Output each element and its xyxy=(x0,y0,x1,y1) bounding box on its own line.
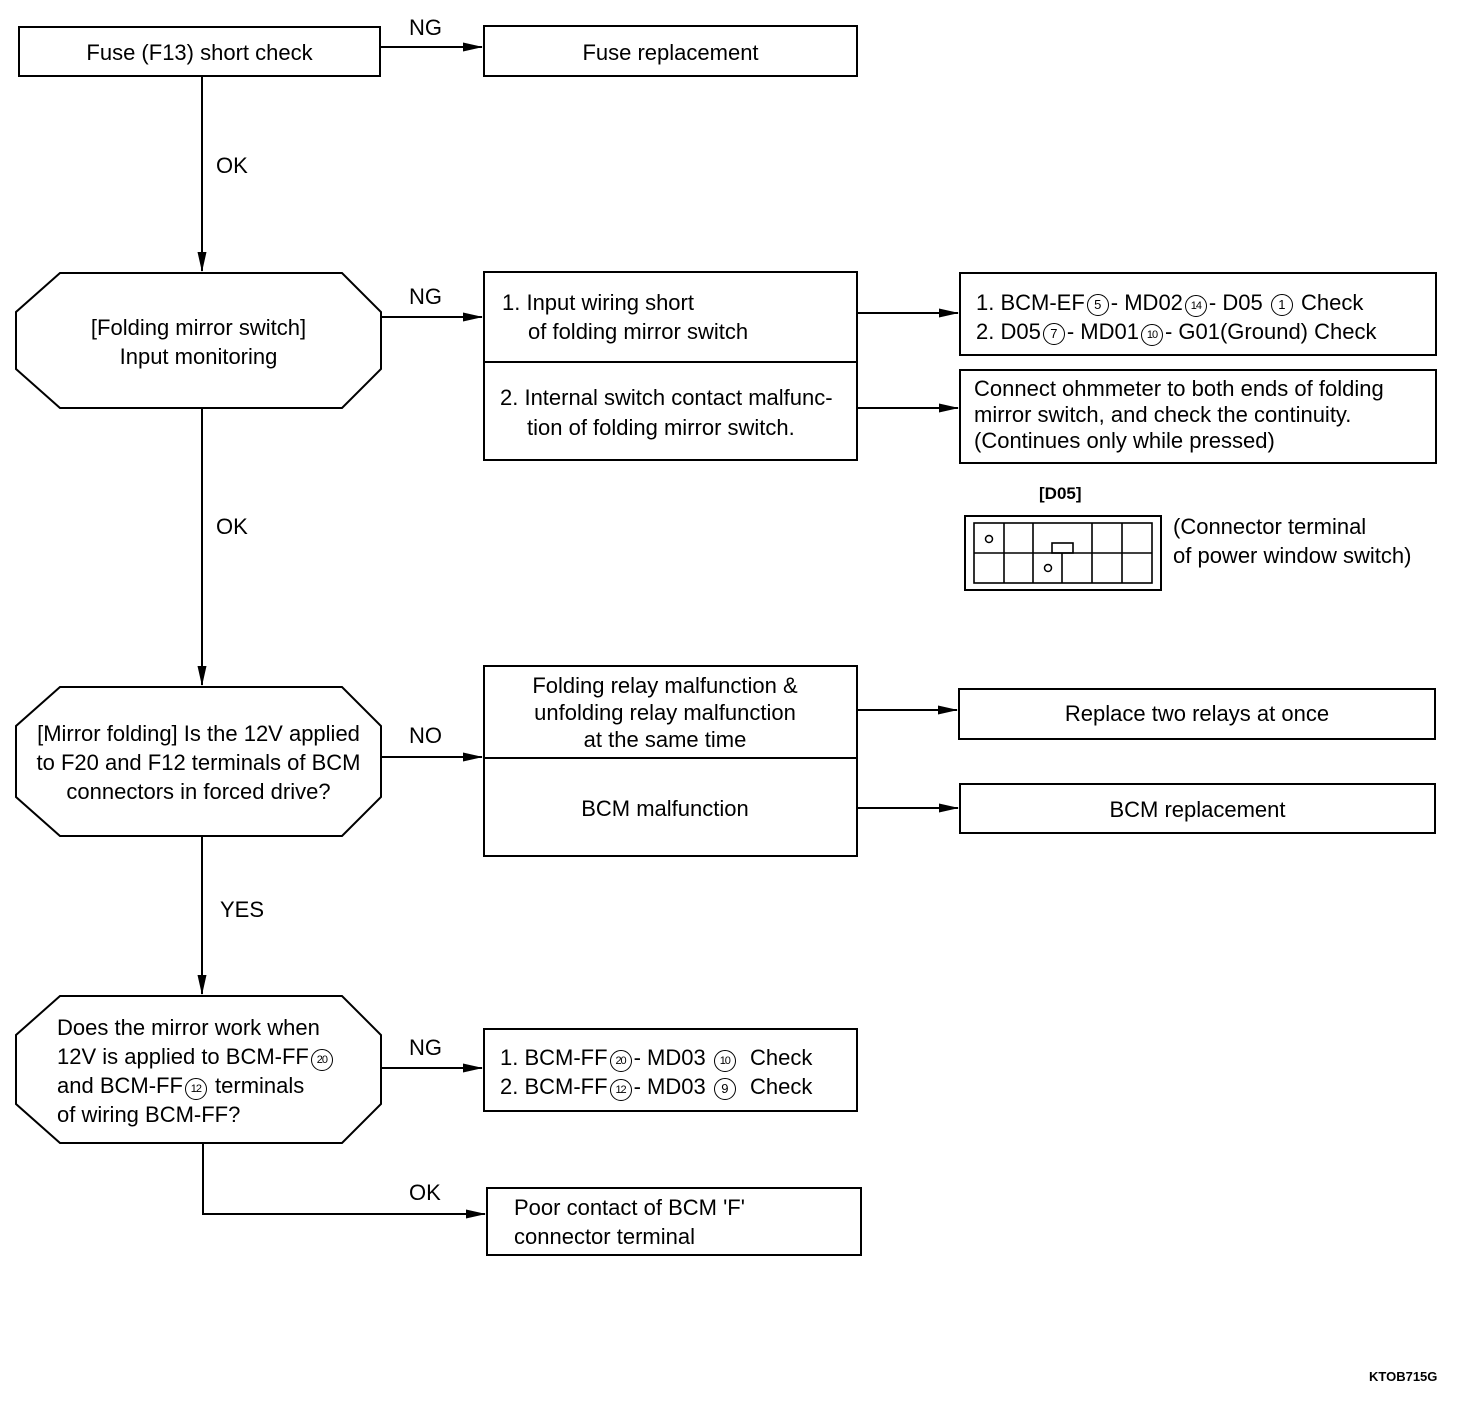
result4-box xyxy=(486,1187,862,1256)
result4-line2: connector terminal xyxy=(514,1224,695,1249)
label-ng-step4: NG xyxy=(409,1035,442,1060)
cause3a-line1: Folding relay malfunction & xyxy=(532,673,798,698)
cause3b-text: BCM malfunction xyxy=(581,796,749,821)
terminal-number: 20 xyxy=(609,1050,632,1072)
cause3a-line3: at the same time xyxy=(583,727,747,752)
step2-octagon xyxy=(15,272,382,409)
step3-line1: [Mirror folding] Is the 12V applied xyxy=(37,721,360,746)
cause3a-line2: unfolding relay malfunction xyxy=(534,700,796,725)
result4-line1: Poor contact of BCM 'F' xyxy=(514,1195,745,1220)
connector-d05-symbol xyxy=(964,515,1162,591)
terminal-number: 14 xyxy=(1184,295,1207,317)
terminal-number: 5 xyxy=(1086,294,1109,316)
action2a-box xyxy=(959,272,1437,356)
action3b-text: BCM replacement xyxy=(1109,797,1286,822)
action2b-line3: (Continues only while pressed) xyxy=(974,428,1275,453)
action4a-box xyxy=(483,1028,858,1112)
label-ok-step1: OK xyxy=(216,153,248,178)
cause3-box xyxy=(483,665,858,857)
step4-octagon xyxy=(15,995,382,1144)
label-no-step3: NO xyxy=(409,723,442,748)
step2-line2: Input monitoring xyxy=(119,344,278,369)
step3-line2: to F20 and F12 terminals of BCM xyxy=(36,750,361,775)
connector-d05-title: [D05] xyxy=(1039,484,1082,503)
terminal-number: 10 xyxy=(1140,324,1163,346)
action3a-box xyxy=(958,688,1436,740)
fuse-replacement-text: Fuse replacement xyxy=(582,40,759,65)
action2b-line1: Connect ohmmeter to both ends of folding xyxy=(974,376,1384,401)
label-ng-step2: NG xyxy=(409,284,442,309)
terminal-number: 12 xyxy=(184,1078,207,1100)
terminal-number: 1 xyxy=(1270,294,1293,316)
step4-line1: Does the mirror work when xyxy=(57,1015,320,1040)
step3-line3: connectors in forced drive? xyxy=(66,779,331,804)
terminal-number: 10 xyxy=(713,1050,736,1072)
action2b-line2: mirror switch, and check the continuity. xyxy=(974,402,1352,427)
cause2-box xyxy=(483,271,858,461)
fuse-replacement-box xyxy=(483,25,858,77)
arrow-step4-ok xyxy=(202,1143,486,1219)
connector-caption-line1: (Connector terminal xyxy=(1173,514,1367,539)
terminal-number: 12 xyxy=(609,1079,632,1101)
cause2b-line2: tion of folding mirror switch. xyxy=(527,415,795,440)
step3-octagon xyxy=(15,686,382,837)
label-ok-step2: OK xyxy=(216,514,248,539)
step1-text: Fuse (F13) short check xyxy=(86,40,313,65)
label-ok-step4: OK xyxy=(409,1180,441,1205)
step1-box xyxy=(18,26,381,77)
action3b-box xyxy=(959,783,1436,834)
step4-line4: of wiring BCM-FF? xyxy=(57,1102,241,1127)
terminal-number: 7 xyxy=(1042,323,1065,345)
label-ng-step1: NG xyxy=(409,15,442,40)
action3a-text: Replace two relays at once xyxy=(1064,701,1330,726)
step2-line1: [Folding mirror switch] xyxy=(90,315,307,340)
cause2a-line1: 1. Input wiring short xyxy=(502,290,694,315)
terminal-number: 9 xyxy=(713,1078,736,1100)
connector-caption-line2: of power window switch) xyxy=(1173,543,1412,568)
terminal-number: 20 xyxy=(310,1049,333,1071)
cause2a-line2: of folding mirror switch xyxy=(528,319,749,344)
action2b-box xyxy=(959,369,1437,464)
label-yes-step3: YES xyxy=(220,897,265,922)
figure-code: KTOB715G xyxy=(1369,1369,1438,1384)
cause2b-line1: 2. Internal switch contact malfunc- xyxy=(500,385,833,410)
